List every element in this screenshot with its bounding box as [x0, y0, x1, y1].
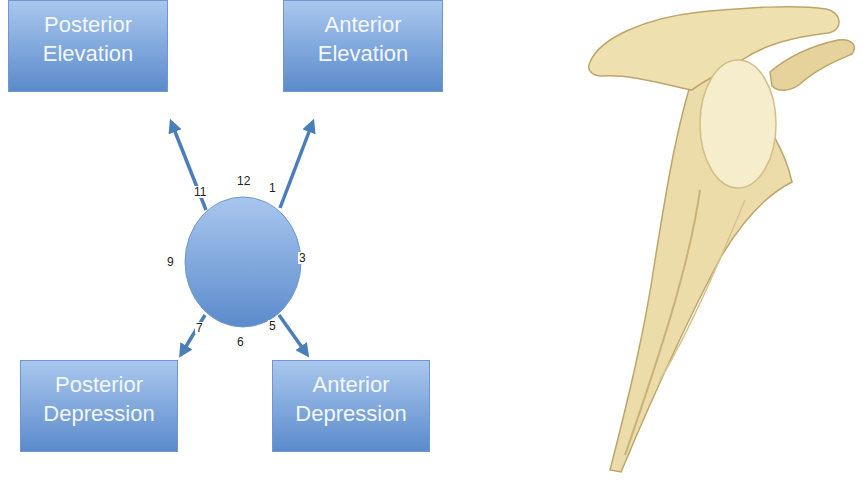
box-label: Anterior Depression — [281, 371, 421, 428]
box-label: Posterior Elevation — [17, 11, 159, 68]
direction-arrow — [279, 315, 306, 353]
coracoid-process — [770, 40, 854, 91]
direction-box: Anterior Depression — [272, 360, 430, 452]
clock-number: 6 — [236, 336, 245, 348]
clock-number: 12 — [236, 175, 251, 187]
clock-number: 9 — [166, 256, 175, 268]
clock-number: 7 — [195, 322, 204, 334]
scapula-illustration — [589, 7, 855, 472]
direction-box: Posterior Depression — [20, 360, 178, 452]
direction-box: Posterior Elevation — [8, 0, 168, 92]
glenoid-cavity — [700, 60, 776, 188]
clock-number: 1 — [268, 182, 277, 194]
blade-shading — [660, 200, 745, 380]
clock-number: 5 — [268, 320, 277, 332]
clock-number: 11 — [193, 186, 207, 198]
direction-arrow — [280, 124, 312, 208]
clock-number: 3 — [298, 252, 307, 264]
direction-arrow — [182, 315, 205, 353]
box-label: Anterior Elevation — [292, 11, 434, 68]
center-circle — [185, 197, 301, 327]
box-label: Posterior Depression — [29, 371, 169, 428]
blade-shading — [625, 190, 700, 455]
direction-box: Anterior Elevation — [283, 0, 443, 92]
